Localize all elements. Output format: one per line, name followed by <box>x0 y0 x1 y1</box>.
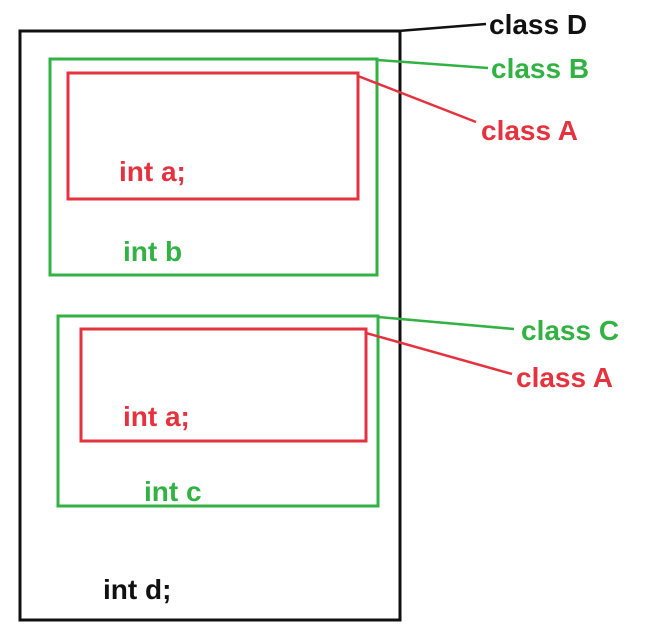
class-d-box <box>18 29 402 622</box>
class-d-member-int-d: int d; <box>103 574 171 605</box>
class-d-label: class D <box>489 9 587 40</box>
class-b-box <box>48 57 379 277</box>
class-c-label: class C <box>521 315 619 346</box>
class-a-bottom-label: class A <box>516 362 613 393</box>
class-b-leader-line <box>376 58 489 70</box>
class-a-bottom-box <box>79 327 368 443</box>
class-b-member-int-a: int a; <box>119 156 186 187</box>
class-b-label: class B <box>491 53 589 84</box>
class-a-top-label: class A <box>481 115 578 146</box>
class-a-top-box <box>66 71 360 201</box>
class-b-member-int-b: int b <box>123 236 182 267</box>
class-c-member-int-c: int c <box>144 476 202 507</box>
class-a-bottom-leader-line <box>365 331 513 376</box>
class-d-leader-line <box>397 22 487 33</box>
class-a-top-leader-line <box>357 74 477 124</box>
class-c-leader-line <box>377 315 515 331</box>
class-c-member-int-a: int a; <box>123 401 190 432</box>
class-c-box <box>56 314 380 508</box>
